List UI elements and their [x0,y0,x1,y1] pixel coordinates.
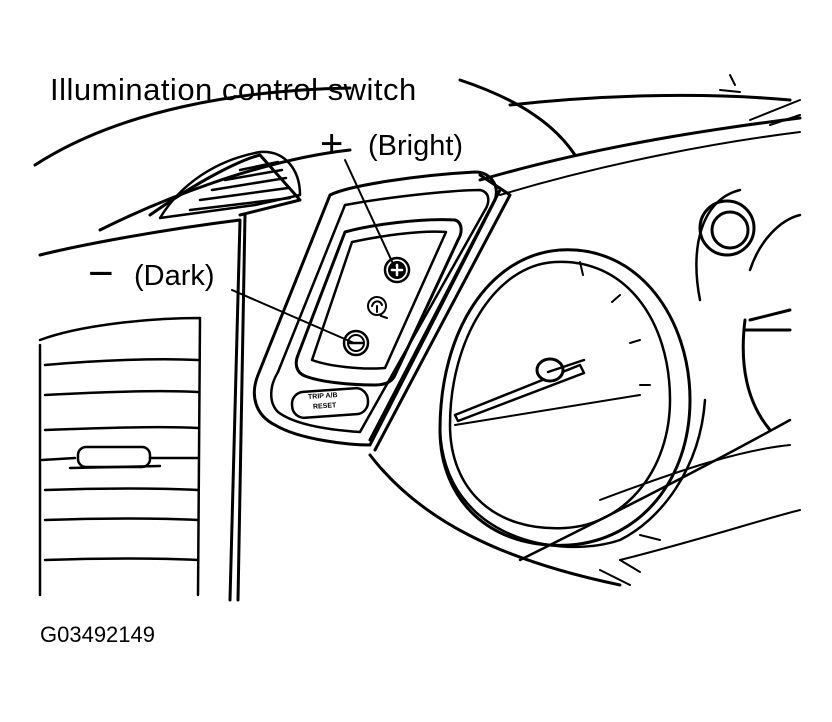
left-panel-inner [236,213,247,602]
left-vent [38,316,202,597]
gauge-needle [453,363,586,423]
gauge-inner-face [448,260,672,530]
housing-divider [368,173,512,452]
bright-leader-line [344,159,396,269]
lower-dash-right-2 [599,444,791,501]
gauge-outer-ring [438,248,692,547]
top-ticks [749,99,801,126]
figure-id-label: G03492149 [40,622,155,647]
trip-reset-button[interactable] [290,386,370,420]
switch-housing-inner [270,188,490,434]
control-pad-inner [310,230,448,370]
minus-button[interactable] [342,329,370,357]
plus-symbol: + [320,122,344,166]
illumination-icon [367,296,388,319]
dash-upper-arc [33,86,352,167]
hood-line [98,148,352,232]
bright-label: (Bright) [368,130,464,162]
gauge-rim [438,398,707,549]
hood-line-2 [148,153,302,217]
dash-top-edge-2 [719,74,741,93]
gauge-hub [535,357,565,383]
right-panel-curve [695,188,802,302]
dash-upper-arc-2 [458,78,577,157]
left-panel-outline [38,218,242,602]
dash-top-edge [508,93,792,107]
upper-vent [158,150,302,220]
right-gauge-edge [741,308,792,432]
lower-dash-curve-2 [599,559,641,586]
hood-arc-right-2 [499,131,801,196]
dark-leader-line [231,289,355,344]
control-pad-outer [294,218,463,387]
illumination-control-switch-label: Illumination control switch [50,72,417,107]
lower-dash-curve [368,453,622,587]
plus-button[interactable] [383,256,411,284]
lower-dash-right-3 [619,509,801,561]
gauge-scale-line [454,394,641,426]
speedometer-gauge [438,248,707,549]
minus-symbol: − [88,249,114,298]
round-knob [698,199,756,257]
hood-arc-right [478,116,802,182]
gauge-ticks [579,261,651,386]
dark-label: (Dark) [134,260,215,292]
